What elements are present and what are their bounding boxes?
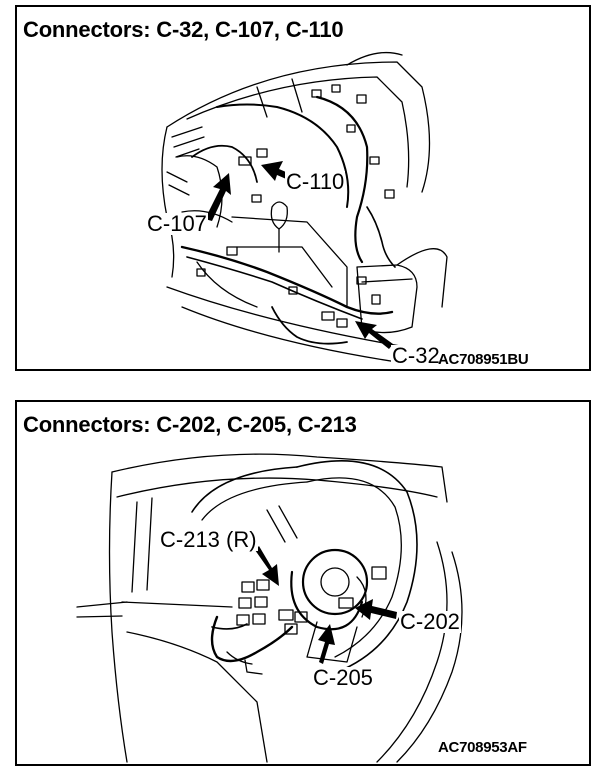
- callout-c107: C-107: [146, 211, 208, 236]
- panel-title: Connectors: C-202, C-205, C-213: [23, 412, 357, 437]
- callout-c110: C-110: [285, 169, 346, 194]
- panel-title: Connectors: C-32, C-107, C-110: [23, 17, 344, 42]
- callout-c213: C-213 (R): [159, 527, 258, 552]
- figure-id: AC708953AF: [438, 739, 527, 756]
- callout-c202: C-202: [399, 609, 461, 634]
- arrow-c107: [205, 173, 231, 221]
- diagram-panel-top: Connectors: C-32, C-107, C-110: [15, 5, 591, 371]
- arrow-c205: [318, 624, 335, 664]
- arrow-c202: [355, 599, 397, 620]
- dashboard-wiring-illustration: [161, 51, 448, 363]
- figure-id: AC708951BU: [438, 351, 529, 368]
- callout-c205: C-205: [312, 665, 374, 690]
- diagram-panel-bottom: Connectors: C-202, C-205, C-213: [15, 400, 591, 766]
- arrow-c213: [255, 546, 279, 586]
- callout-c32: C-32: [391, 343, 441, 368]
- arrow-c32: [355, 321, 393, 349]
- steering-column-wiring-illustration: [76, 453, 463, 763]
